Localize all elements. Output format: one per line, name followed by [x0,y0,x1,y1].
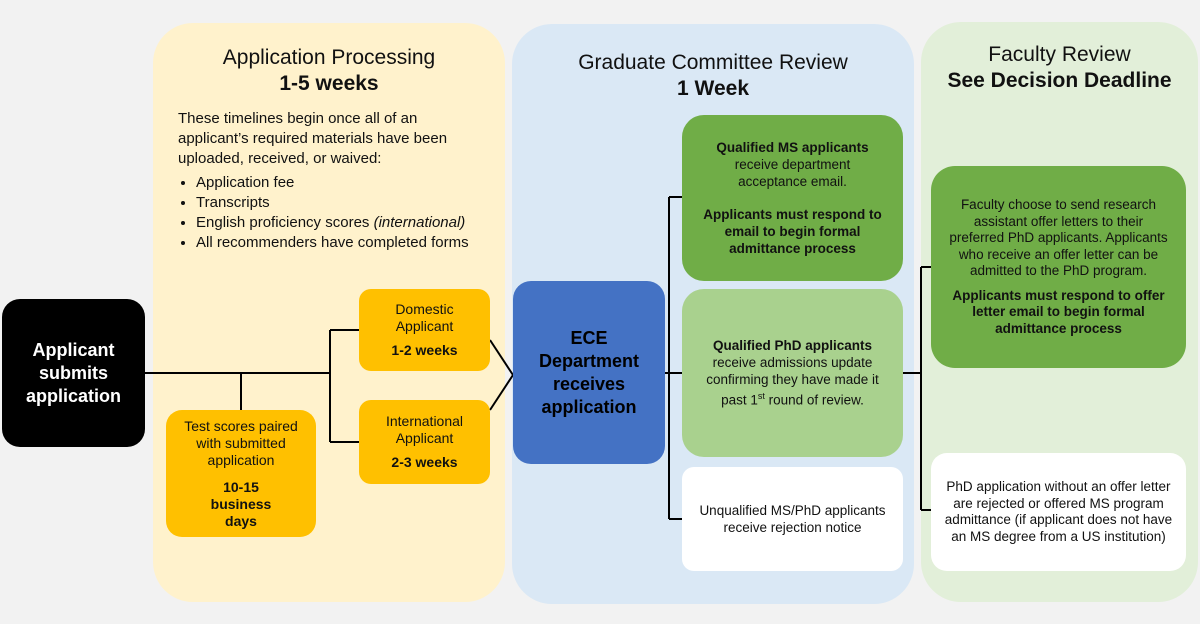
domestic-label: Domestic Applicant [395,301,454,334]
international-duration: 2-3 weeks [391,454,458,470]
test-scores-node: Test scores paired with submitted applic… [166,410,316,537]
domestic-duration: 1-2 weeks [391,342,458,358]
processing-subtitle: 1-5 weeks [279,72,379,95]
international-label: International Applicant [385,413,464,446]
connector-line [489,374,514,411]
qualified-phd-text: receive admissions update confirming the… [706,355,879,408]
qualified-ms-title: Qualified MS applicants [716,140,869,155]
faculty-offer-text: Faculty choose to send research assistan… [949,197,1168,278]
requirement-item: All recommenders have completed forms [196,233,488,253]
faculty-title: Faculty Review [988,43,1131,66]
domestic-applicant-node: Domestic Applicant 1-2 weeks [359,289,490,371]
requirement-item: Transcripts [196,193,488,213]
unqualified-text: Unqualified MS/PhD applicants receive re… [699,503,886,535]
processing-info: These timelines begin once all of an app… [178,109,488,253]
test-scores-label: Test scores paired with submitted applic… [184,417,298,468]
faculty-offer-action: Applicants must respond to offer letter … [952,287,1165,336]
unqualified-node: Unqualified MS/PhD applicants receive re… [682,467,903,571]
committee-subtitle: 1 Week [677,77,749,100]
processing-title: Application Processing [222,46,436,69]
qualified-phd-title: Qualified PhD applicants [712,338,873,354]
processing-intro: These timelines begin once all of an app… [178,110,448,167]
requirement-item: Application fee [196,173,488,193]
faculty-offer-node: Faculty choose to send research assistan… [931,166,1186,368]
test-scores-duration: 10-15 business days [210,478,272,529]
qualified-ms-action: Applicants must respond to email to begi… [703,207,882,256]
requirement-item: English proficiency scores (internationa… [196,213,488,233]
faculty-header: Faculty Review See Decision Deadline [921,42,1198,94]
committee-title: Graduate Committee Review [578,51,848,74]
phd-no-offer-node: PhD application without an offer letter … [931,453,1186,571]
international-applicant-node: International Applicant 2-3 weeks [359,400,490,484]
committee-header: Graduate Committee Review 1 Week [512,50,914,102]
qualified-ms-node: Qualified MS applicants receive departme… [682,115,903,281]
ece-department-node: ECE Department receives application [513,281,665,464]
qualified-ms-text: receive department acceptance email. [734,157,851,189]
connector-line [489,339,514,376]
applicant-submits-node: Applicant submits application [2,299,145,447]
requirements-list: Application fee Transcripts English prof… [178,173,488,253]
phd-no-offer-text: PhD application without an offer letter … [944,479,1173,544]
faculty-subtitle: See Decision Deadline [947,69,1172,92]
qualified-phd-node: Qualified PhD applicants receive admissi… [682,289,903,457]
processing-header: Application Processing 1-5 weeks [153,45,505,97]
